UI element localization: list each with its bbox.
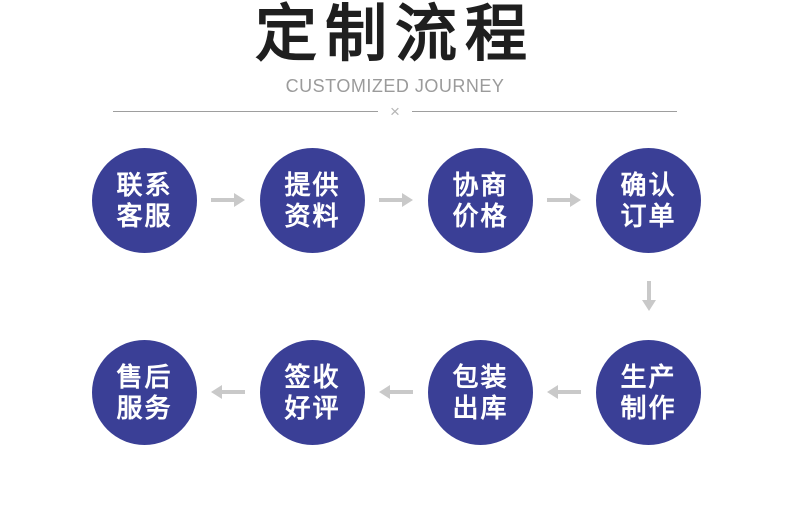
flow-step-label-line: 包装 [452,361,509,392]
x-mark-icon: × [390,101,400,121]
flow-step-contact-service: 联系 客服 [92,148,197,253]
flow-step-label-line: 制作 [620,392,677,423]
flow-step-label-line: 出库 [452,392,509,423]
divider-line-left [113,110,379,112]
flow-step-label-line: 资料 [284,200,341,231]
page-subtitle: CUSTOMIZED JOURNEY [285,76,505,96]
flow-step-label-line: 客服 [116,200,173,231]
arrow-left-icon [547,385,581,399]
flow-step-label-line: 售后 [116,361,173,392]
divider-line-right [411,110,677,112]
flow-step-label-line: 提供 [284,169,341,200]
arrow-right-icon [211,193,245,207]
flow-step-label-line: 订单 [620,200,677,231]
arrow-left-icon [379,385,413,399]
arrow-down-icon [642,281,656,311]
flow-step-label-line: 好评 [284,392,341,423]
flow-step-label-line: 协商 [452,169,509,200]
flow-step-packing-shipment: 包装 出库 [428,340,533,445]
flow-step-label-line: 生产 [620,361,677,392]
flow-step-negotiate-price: 协商 价格 [428,148,533,253]
flow-step-sign-and-review: 签收 好评 [260,340,365,445]
flow-step-production: 生产 制作 [596,340,701,445]
arrow-right-icon [547,193,581,207]
arrow-left-icon [211,385,245,399]
flow-step-confirm-order: 确认 订单 [596,148,701,253]
page-title: 定制流程 [254,0,535,69]
flow-step-label-line: 确认 [620,169,677,200]
flow-step-provide-materials: 提供 资料 [260,148,365,253]
flow-step-label-line: 价格 [452,200,509,231]
divider: × [113,102,677,120]
flow-step-label-line: 联系 [116,169,173,200]
flow-step-label-line: 服务 [116,392,173,423]
flow-step-label-line: 签收 [284,361,341,392]
arrow-right-icon [379,193,413,207]
flow-step-after-sales-service: 售后 服务 [92,340,197,445]
